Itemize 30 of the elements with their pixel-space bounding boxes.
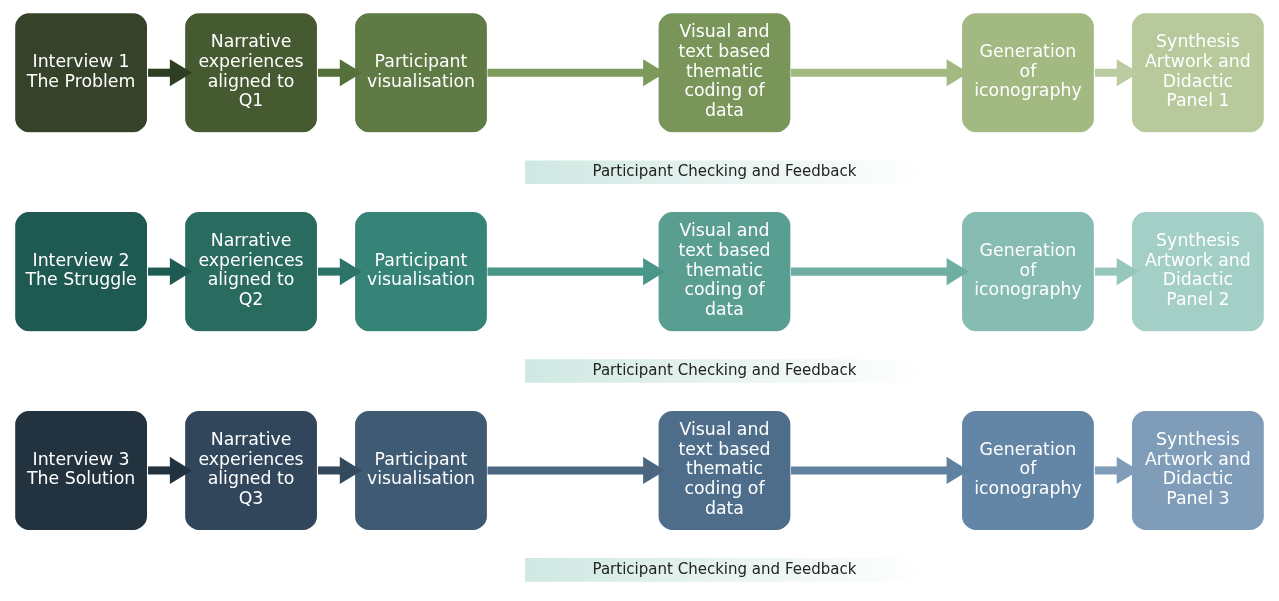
node-box: Synthesis Artwork and Didactic Panel 2 — [1130, 210, 1265, 333]
node-box: Generation of iconography — [960, 210, 1095, 333]
node-box: Visual and text based thematic coding of data — [657, 409, 792, 532]
node-box: Synthesis Artwork and Didactic Panel 1 — [1130, 12, 1265, 134]
arrow — [148, 258, 193, 286]
arrow — [148, 456, 193, 485]
arrow — [318, 59, 362, 87]
node-box: Narrative experiences aligned to Q2 — [184, 210, 319, 333]
node-box: Participant visualisation — [353, 210, 489, 333]
node-box: Visual and text based thematic coding of data — [657, 12, 792, 134]
arrow — [487, 258, 666, 286]
node-box: Participant visualisation — [353, 12, 489, 134]
node-box: Interview 2 The Struggle — [14, 210, 149, 333]
arrow — [790, 258, 969, 286]
node-box: Synthesis Artwork and Didactic Panel 3 — [1130, 409, 1265, 532]
node-box: Interview 1 The Problem — [14, 12, 149, 134]
node-box: Interview 3 The Solution — [14, 409, 149, 532]
arrow — [318, 258, 362, 286]
node-box: Generation of iconography — [960, 409, 1095, 532]
node-box: Generation of iconography — [960, 12, 1095, 134]
arrow — [318, 456, 362, 485]
node-box: Participant visualisation — [353, 409, 489, 532]
arrow — [790, 456, 969, 485]
node-box: Visual and text based thematic coding of data — [657, 210, 792, 333]
node-box: Narrative experiences aligned to Q3 — [184, 409, 319, 532]
node-box: Narrative experiences aligned to Q1 — [184, 12, 319, 134]
arrow — [1094, 258, 1139, 286]
arrow — [487, 456, 666, 485]
arrow — [148, 59, 193, 87]
arrow — [1094, 59, 1139, 87]
